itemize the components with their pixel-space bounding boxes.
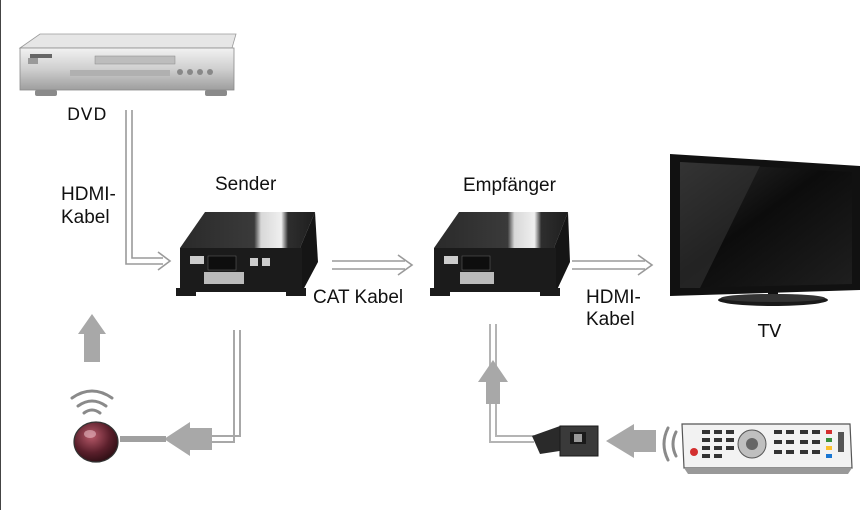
tv-label: TV <box>758 321 782 342</box>
ir-receiver-icon <box>532 425 599 457</box>
remote-arrow-left-icon <box>606 424 656 458</box>
hdmi-line-dvd-sender <box>125 110 172 271</box>
hdmi-cable-left-line2: Kabel <box>61 207 110 228</box>
cat-cable-label: CAT Kabel <box>313 287 404 308</box>
remote-signal-icon <box>662 426 678 462</box>
ir-line-receiver <box>489 324 534 443</box>
hdmi-cable-right-line1: HDMI- <box>586 287 641 308</box>
ir-line-sender <box>212 330 241 443</box>
ir-emitter-icon <box>73 421 119 463</box>
dvd-player-icon <box>18 33 237 96</box>
flat-tv-icon <box>670 154 860 306</box>
ir-arrow-left-icon <box>164 422 212 456</box>
left-border <box>0 0 1 510</box>
hdmi-extender-receiver-icon <box>430 212 570 296</box>
ir-arrow-up-right-icon <box>478 360 508 404</box>
ir-cable <box>120 436 166 442</box>
wireless-signal-icon <box>70 389 114 415</box>
dvd-label: DVD <box>67 105 108 125</box>
hdmi-line-receiver-tv <box>572 254 654 276</box>
hdmi-extender-sender-icon <box>176 212 318 296</box>
remote-control-icon <box>681 423 853 474</box>
ir-arrow-up-left-icon <box>78 314 106 362</box>
hdmi-cable-left-line1: HDMI- <box>61 184 116 205</box>
receiver-label: Empfänger <box>463 175 556 196</box>
sender-label: Sender <box>215 174 277 195</box>
cat-cable-arrow <box>332 254 414 276</box>
hdmi-cable-right-line2: Kabel <box>586 309 635 330</box>
